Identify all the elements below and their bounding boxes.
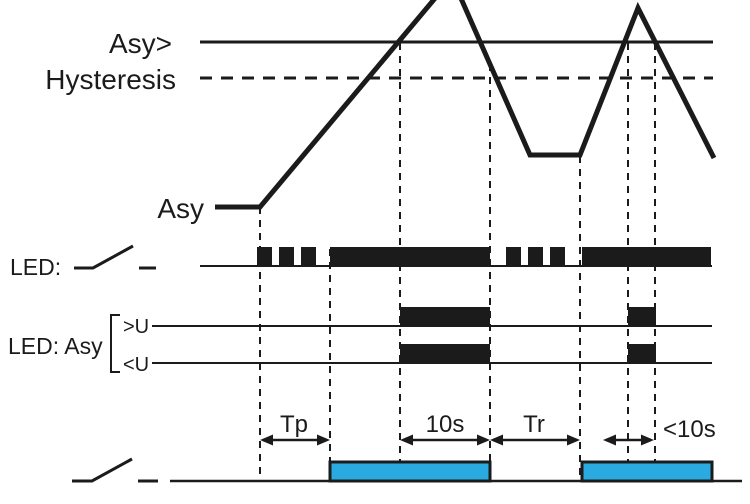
led-blink-bar (550, 247, 565, 267)
10s-label: 10s (426, 411, 465, 438)
tp-label: Tp (280, 411, 308, 438)
led-asy-row-label: LED: Asy (8, 333, 103, 359)
led-switch-icon (74, 244, 156, 270)
under-u-on-bar (400, 344, 490, 363)
led-on-bar (582, 247, 711, 267)
under-10s-arrowhead-right (641, 434, 654, 446)
asy-signal-label: Asy (157, 193, 204, 224)
over-u-on-bar (400, 307, 490, 326)
tr-arrowhead-left (490, 434, 503, 446)
timing-arrows (260, 434, 654, 446)
led-row-label: LED: (10, 254, 61, 280)
relay-switch-icon (72, 457, 158, 483)
tr-arrowhead-right (567, 434, 580, 446)
led-blink-bar (257, 247, 272, 267)
relay-on-bar (580, 460, 714, 483)
over-u-label: >U (123, 316, 149, 338)
led-blink-bar (301, 247, 316, 267)
asy-signal-waveform (215, 0, 717, 210)
tp-arrowhead-right (317, 434, 330, 446)
relay-on-bar (328, 460, 492, 483)
over-u-on-bar (628, 307, 656, 326)
hysteresis-label: Hysteresis (45, 64, 176, 95)
asy-threshold-label: Asy> (109, 28, 172, 59)
led-blink-bar (279, 247, 294, 267)
under-u-on-bar (628, 344, 656, 363)
under-10s-label: <10s (663, 416, 716, 443)
under-u-label: <U (123, 354, 149, 376)
led-asy-bracket (110, 314, 120, 373)
under-10s-arrowhead-left (603, 434, 616, 446)
10s-arrowhead-right (477, 434, 490, 446)
tp-arrowhead-left (260, 434, 273, 446)
led-state-bars (257, 247, 711, 267)
led-blink-bar (528, 247, 543, 267)
led-blink-bar (506, 247, 521, 267)
led-asy-state-bars (400, 307, 656, 363)
10s-arrowhead-left (400, 434, 413, 446)
led-on-bar (330, 247, 490, 267)
tr-label: Tr (523, 411, 545, 438)
